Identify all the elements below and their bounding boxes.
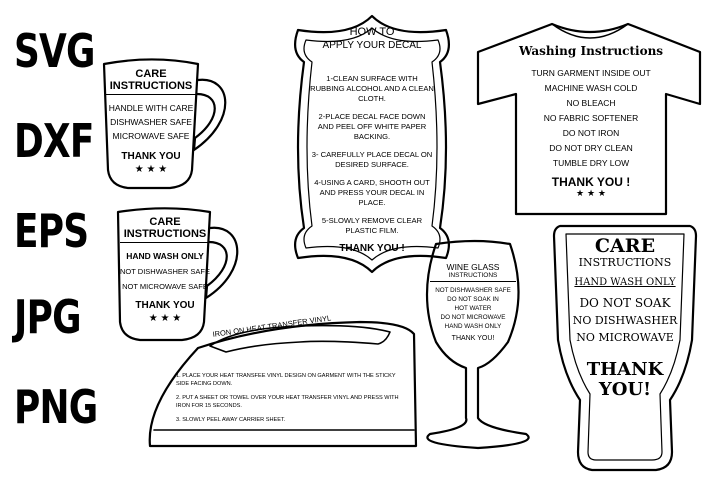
tumbler-title-line2: INSTRUCTIONS — [578, 256, 672, 269]
shirt-thanks: THANK YOU ! — [551, 175, 631, 189]
format-label-jpg: JPG — [14, 290, 82, 344]
mug1-handle — [192, 78, 227, 152]
wine-line: DO NOT SOAK IN — [447, 296, 499, 303]
shirt-line: MACHINE WASH COLD — [544, 83, 638, 93]
shirt-title: Washing Instructions — [518, 44, 664, 58]
format-label-png: PNG — [14, 380, 98, 434]
decal-label: HOW TO APPLY YOUR DECAL — [312, 26, 432, 51]
tumbler-line: NO MICROWAVE — [576, 331, 674, 344]
decal-thanks: THANK YOU ! — [339, 243, 405, 254]
iron-step: 3. SLOWLY PEEL AWAY CARRIER SHEET. — [176, 417, 286, 423]
mug1-label: CARE INSTRUCTIONS HANDLE WITH CARE DISHW… — [106, 68, 196, 175]
shirt-line: DO NOT IRON — [562, 128, 620, 138]
shirt-label: Washing Instructions TURN GARMENT INSIDE… — [516, 44, 666, 199]
tumbler-outline — [552, 224, 698, 472]
wine-line: DO NOT MICROWAVE — [440, 314, 506, 321]
mug1-line: HANDLE WITH CARE — [108, 103, 194, 113]
wine-line: HAND WASH ONLY — [444, 323, 502, 330]
shirt-line: NO FABRIC SOFTENER — [543, 113, 639, 123]
wine-label: WINE GLASS INSTRUCTIONS NOT DISHWASHER S… — [430, 262, 516, 342]
tumbler-label: CARE INSTRUCTIONS HAND WASH ONLY DO NOT … — [564, 236, 686, 400]
mug1-title: CARE INSTRUCTIONS — [106, 68, 196, 95]
iron-step: 2. PUT A SHEET OR TOWEL OVER YOUR HEAT T… — [176, 395, 399, 409]
iron-step: 1. PLACE YOUR HEAT TRANSFEE VINYL DESIGN… — [176, 373, 396, 387]
mug1-outline — [102, 58, 200, 190]
mug2-outline — [116, 207, 212, 342]
wine-line: NOT DISHWASHER SAFE — [435, 287, 511, 294]
tumbler-title-line1: CARE — [594, 235, 656, 257]
shirt-line: DO NOT DRY CLEAN — [549, 143, 633, 153]
shirt-line: TURN GARMENT INSIDE OUT — [531, 68, 651, 78]
wine-title-line1: WINE GLASS — [446, 262, 500, 272]
decal-step: 3- CAREFULLY PLACE DECAL ON DESIRED SURF… — [311, 150, 433, 169]
mug2-title: CARE INSTRUCTIONS — [120, 216, 210, 243]
decal-step: 2-PLACE DECAL FACE DOWN AND PEEL OFF WHI… — [317, 112, 427, 141]
shirt-line: TUMBLE DRY LOW — [552, 158, 630, 168]
iron-handle — [209, 324, 391, 353]
tumbler-thanks-line1: THANK — [586, 359, 664, 380]
format-label-svg: SVG — [14, 24, 96, 78]
iron-steps: 1. PLACE YOUR HEAT TRANSFEE VINYL DESIGN… — [176, 372, 406, 424]
decal-steps: 1-CLEAN SURFACE WITH RUBBING ALCOHOL AND… — [310, 74, 434, 254]
tumbler-inner — [565, 233, 685, 461]
mug1-stars: ★ ★ ★ — [134, 164, 168, 175]
shirt-collar — [551, 23, 629, 39]
tumbler-line: NO DISHWASHER — [572, 314, 678, 327]
decal-step: 5-SLOWLY REMOVE CLEAR PLASTIC FILM. — [321, 216, 423, 235]
format-label-eps: EPS — [14, 204, 89, 258]
wine-line: HOT WATER — [454, 305, 492, 312]
shirt-stars: ★ ★ ★ — [576, 189, 606, 199]
tumbler-thanks-line2: YOU! — [598, 379, 652, 400]
mug2-line: NOT DISHWASHER SAFE — [120, 267, 211, 276]
decal-title-line1: HOW TO — [349, 26, 395, 38]
mug2-line: NOT MICROWAVE SAFE — [122, 282, 208, 291]
mug1-line: MICROWAVE SAFE — [112, 131, 190, 141]
format-label-dxf: DXF — [14, 114, 94, 168]
mug2-line: HAND WASH ONLY — [126, 251, 204, 261]
shirt-line: NO BLEACH — [566, 98, 616, 108]
mug2-handle — [204, 226, 239, 300]
decal-frame — [293, 14, 451, 274]
tumbler-line: DO NOT SOAK — [579, 296, 671, 310]
wine-title-line2: INSTRUCTIONS — [430, 272, 516, 282]
wine-thanks: THANK YOU! — [451, 335, 495, 342]
mug2-thanks: THANK YOU — [135, 300, 195, 311]
tumbler-line: HAND WASH ONLY — [574, 277, 676, 288]
decal-frame-inner — [303, 27, 441, 261]
wine-glass-bowl — [425, 239, 530, 450]
decal-title-line2: APPLY YOUR DECAL — [322, 40, 422, 51]
iron-outline — [148, 320, 418, 448]
decal-step: 4-USING A CARD, SHOOTH OUT AND PRESS YOU… — [314, 178, 430, 207]
decal-step: 1-CLEAN SURFACE WITH RUBBING ALCOHOL AND… — [310, 74, 434, 103]
mug2-label: CARE INSTRUCTIONS HAND WASH ONLY NOT DIS… — [120, 216, 210, 324]
mug1-line: DISHWASHER SAFE — [110, 117, 192, 127]
mug2-stars: ★ ★ ★ — [148, 313, 182, 324]
mug1-thanks: THANK YOU — [121, 151, 181, 162]
